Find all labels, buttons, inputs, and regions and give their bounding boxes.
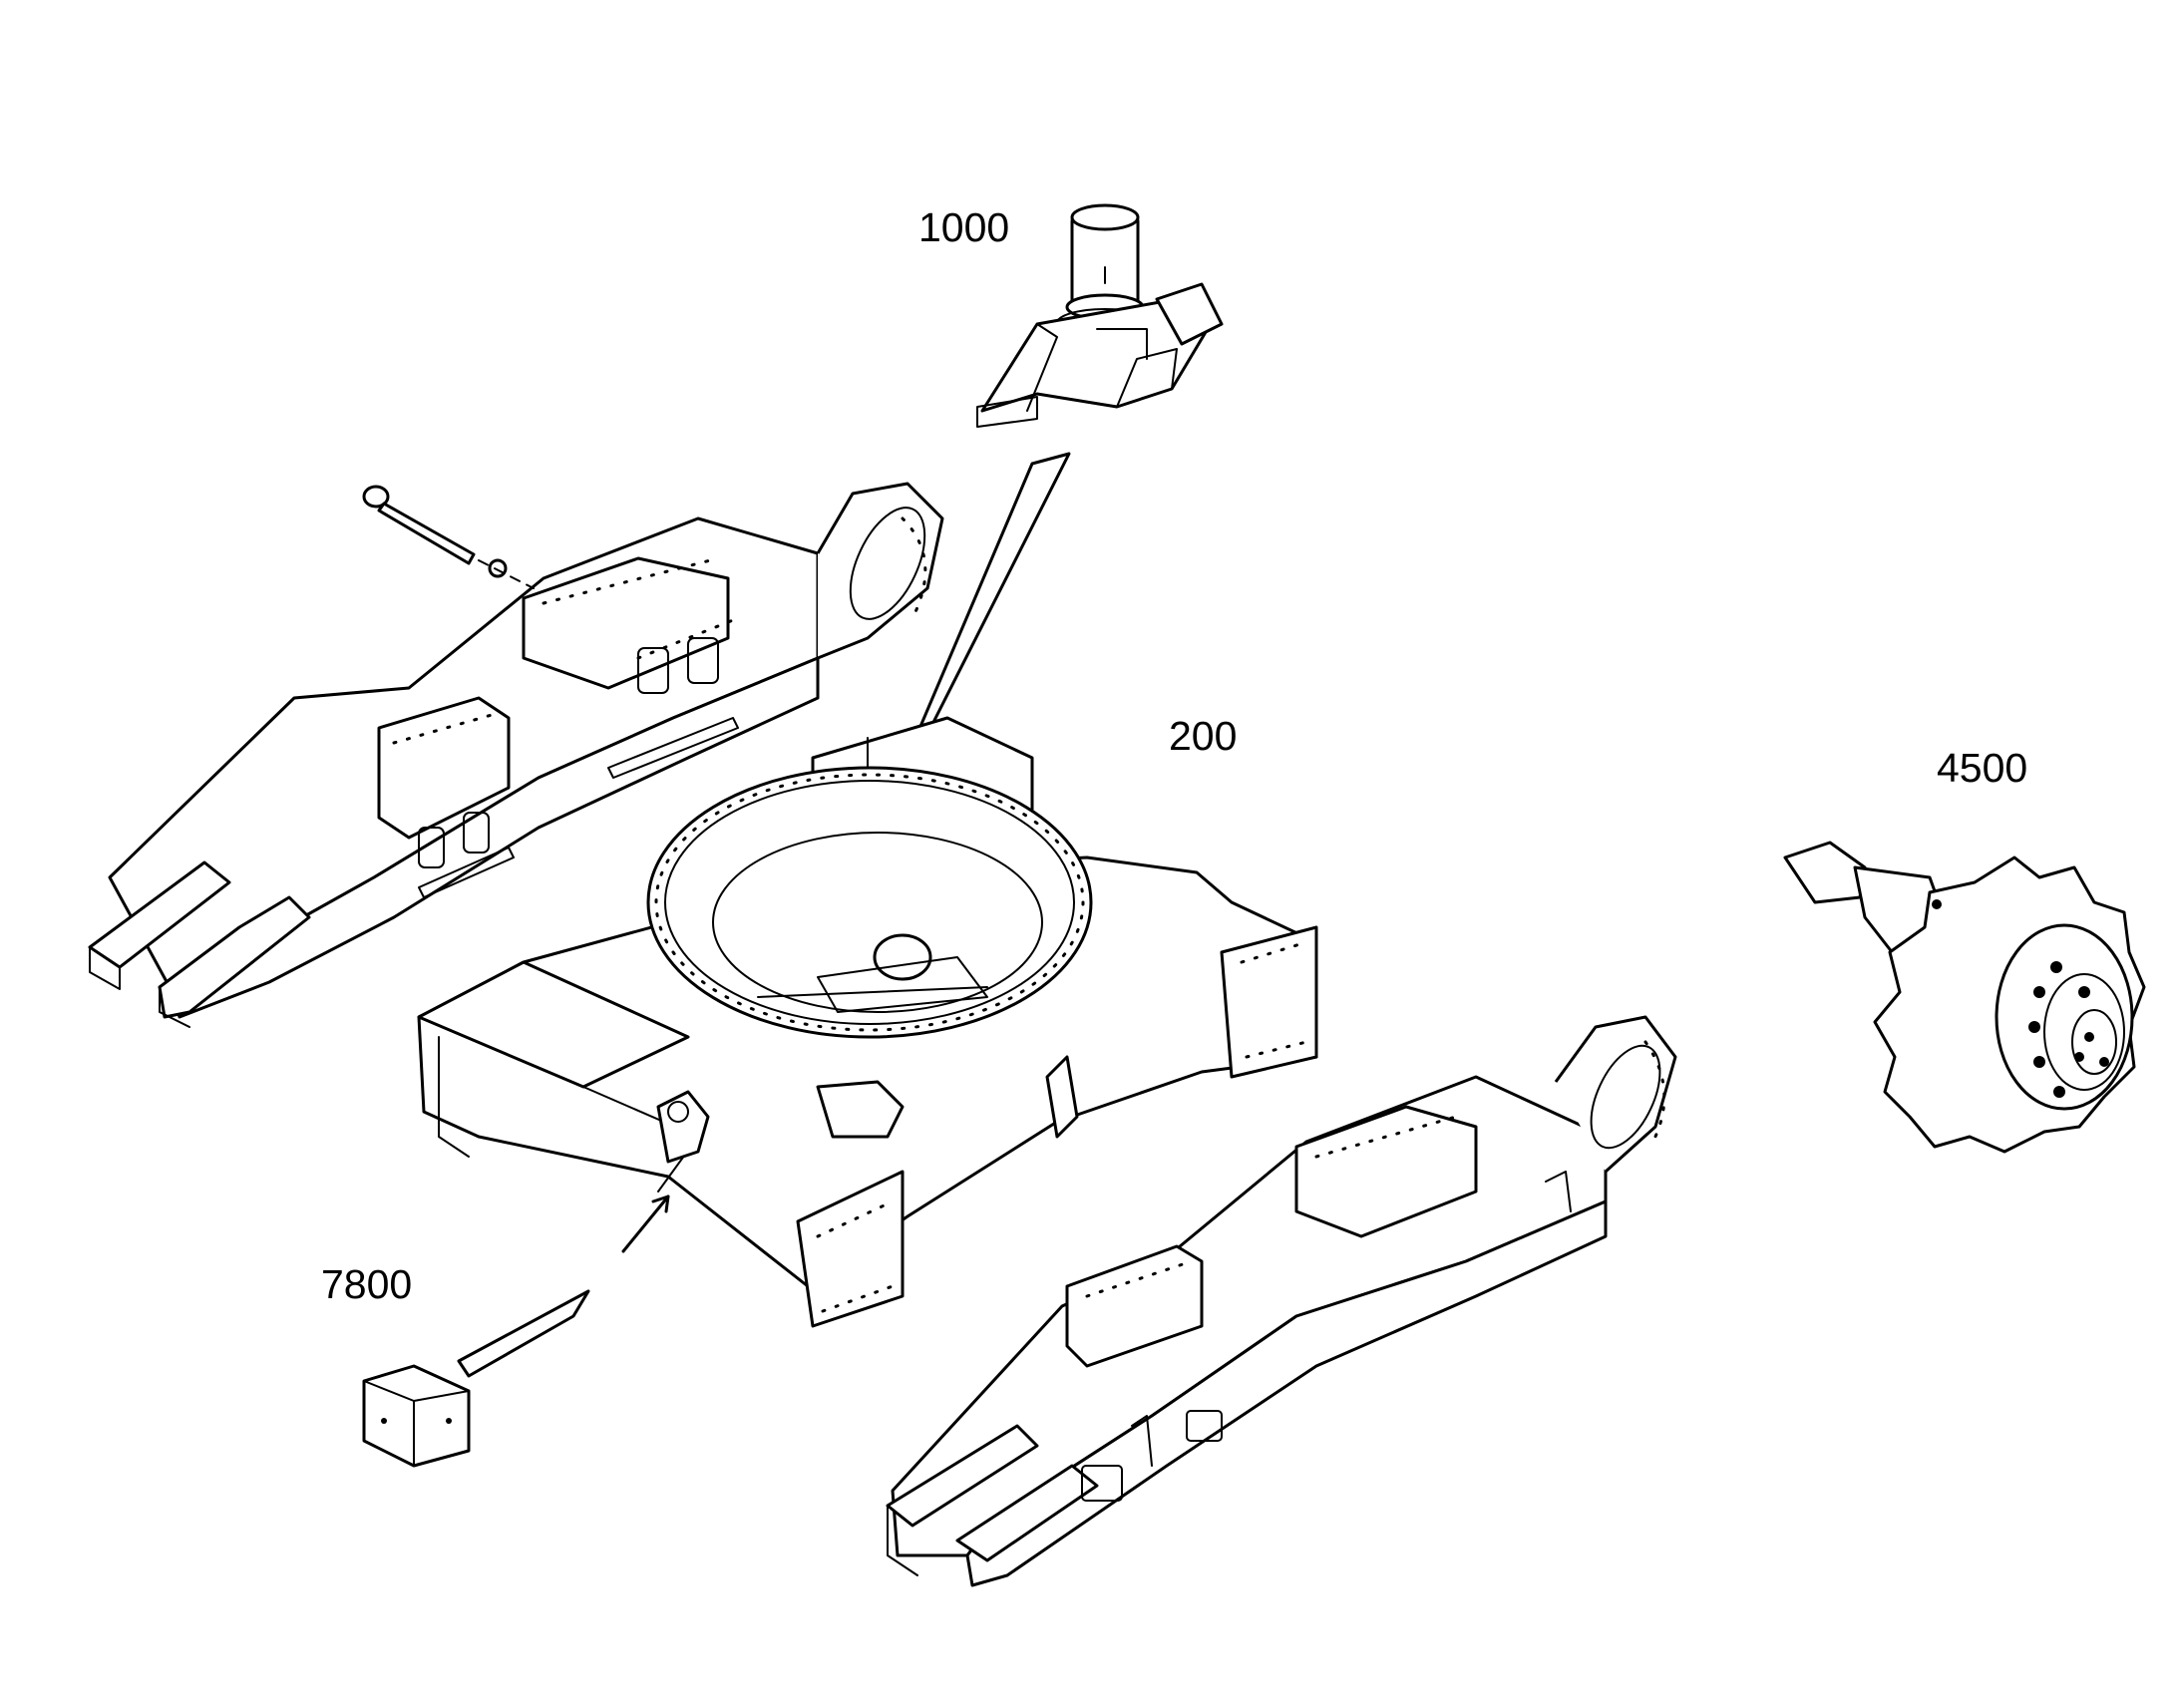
callout-200: 200 (1169, 713, 1238, 759)
callout-7800: 7800 (321, 1261, 413, 1307)
callout-4500: 4500 (1937, 745, 2028, 791)
part-1000-pin-assembly (976, 203, 1224, 428)
right-track-frame (886, 1015, 1677, 1587)
part-4500-drive-sprocket (1783, 841, 2146, 1154)
arrow-7800-to-frame (457, 1195, 670, 1378)
part-200-center-frame (417, 716, 1318, 1328)
callout-1000: 1000 (918, 204, 1010, 250)
bolt-and-washer (362, 485, 535, 589)
part-7800-block (362, 1364, 471, 1468)
left-track-frame (88, 482, 944, 1028)
